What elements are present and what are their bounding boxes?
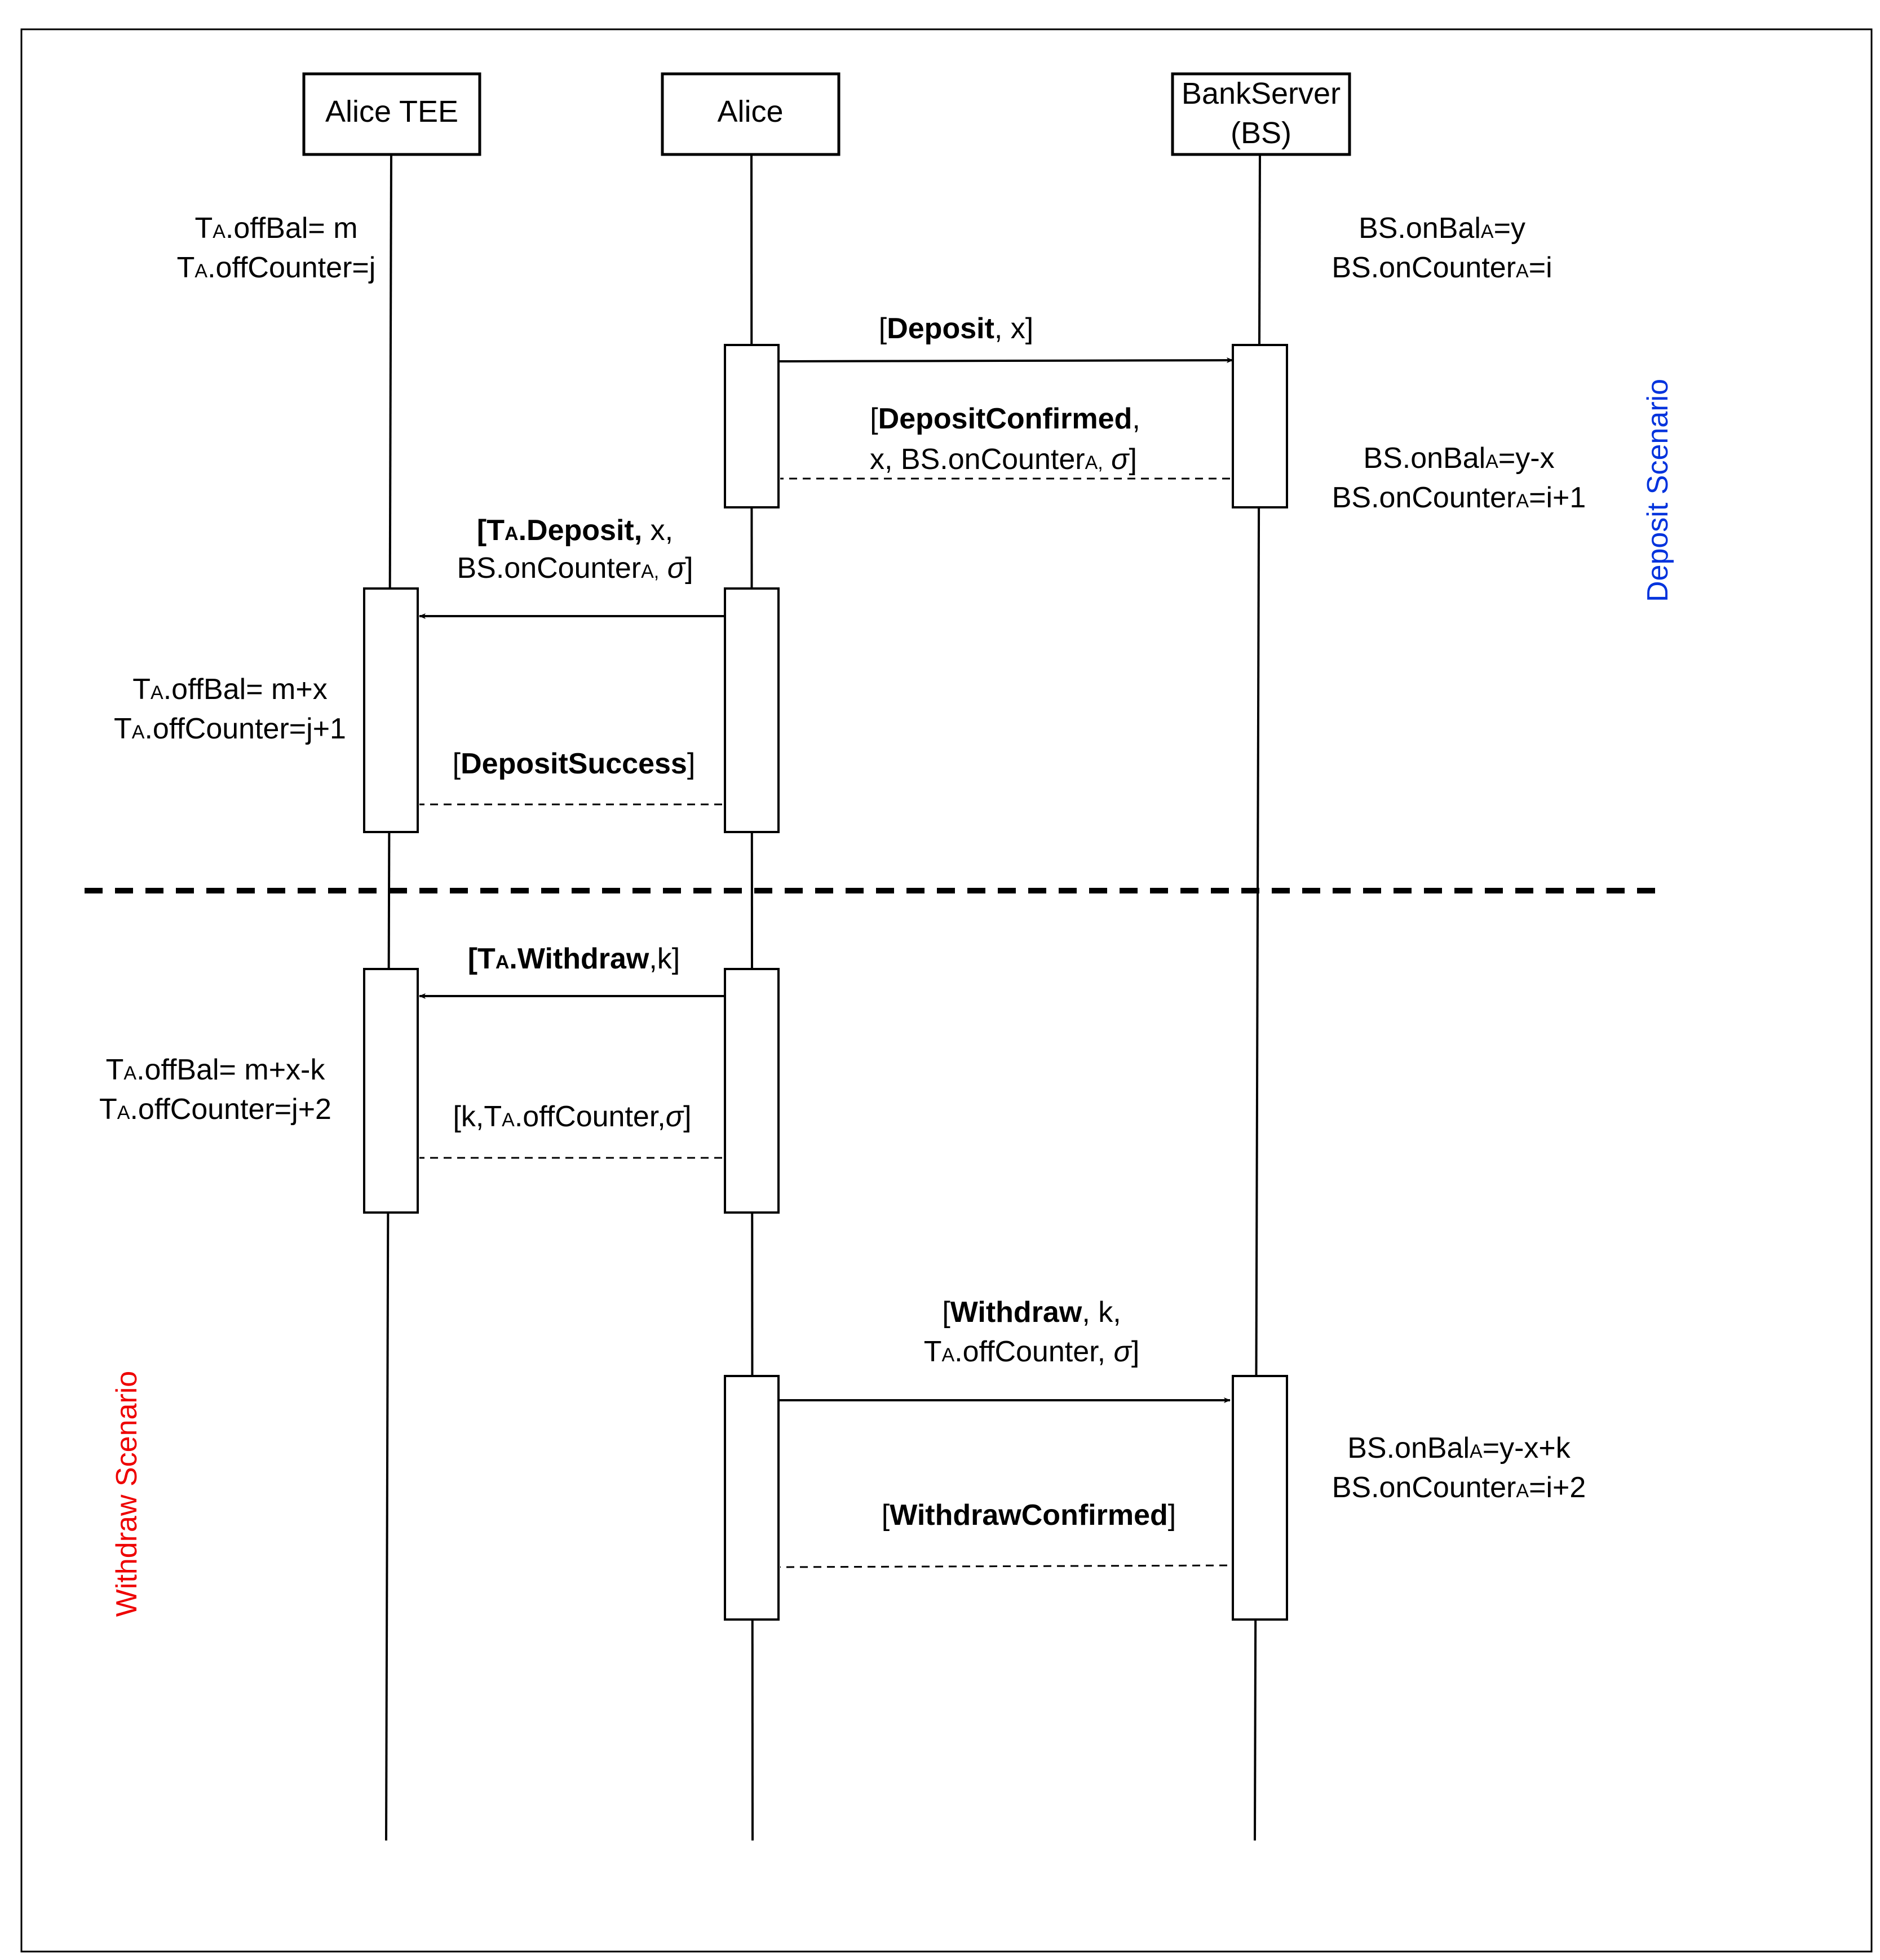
svg-text:[Withdraw, k,: [Withdraw, k, xyxy=(942,1296,1121,1329)
svg-text:BS.onBalA=y-x+k: BS.onBalA=y-x+k xyxy=(1347,1432,1571,1465)
svg-text:BS.onCounterA=i+2: BS.onCounterA=i+2 xyxy=(1332,1471,1586,1504)
svg-text:[k,TA.offCounter,σ]: [k,TA.offCounter,σ] xyxy=(453,1100,691,1133)
svg-text:BS.onBalA=y-x: BS.onBalA=y-x xyxy=(1363,442,1554,475)
svg-text:TA.offCounter=j+1: TA.offCounter=j+1 xyxy=(114,713,346,745)
message-deposit-confirmed: [DepositConfirmed, x, BS.onCounterA, σ] xyxy=(870,402,1140,476)
message-deposit: [Deposit, x] xyxy=(879,312,1033,345)
svg-text:[Deposit, x]: [Deposit, x] xyxy=(879,312,1033,345)
svg-text:TA.offCounter, σ]: TA.offCounter, σ] xyxy=(924,1335,1140,1368)
svg-text:[TA.Deposit, x,: [TA.Deposit, x, xyxy=(477,514,673,547)
svg-text:BS.onCounterA=i+1: BS.onCounterA=i+1 xyxy=(1332,481,1586,514)
message-withdraw: [Withdraw, k, TA.offCounter, σ] xyxy=(924,1296,1140,1368)
outer-frame xyxy=(20,28,1873,1953)
activation-bank-deposit xyxy=(1232,344,1288,508)
svg-text:BS.onCounterA=i: BS.onCounterA=i xyxy=(1332,251,1552,284)
svg-text:[DepositConfirmed,: [DepositConfirmed, xyxy=(870,402,1140,435)
svg-text:TA.offCounter=j+2: TA.offCounter=j+2 xyxy=(99,1093,331,1126)
svg-text:x, BS.onCounterA, σ]: x, BS.onCounterA, σ] xyxy=(870,443,1137,476)
message-withdraw-confirmed: [WithdrawConfirmed] xyxy=(882,1499,1176,1532)
activation-tee-deposit xyxy=(363,587,419,833)
participant-bank-server-label: BankServer xyxy=(1182,77,1341,110)
message-withdraw-reply: [k,TA.offCounter,σ] xyxy=(453,1100,691,1133)
withdraw-scenario-label: Withdraw Scenario xyxy=(110,1371,143,1617)
participant-alice-tee-label: Alice TEE xyxy=(325,95,458,129)
participant-bank-server: BankServer (BS) xyxy=(1171,72,1351,156)
deposit-scenario-label: Deposit Scenario xyxy=(1642,379,1674,602)
arrow-withdraw-confirmed xyxy=(780,1564,1228,1568)
note-tee-after-deposit: TA.offBal= m+x TA.offCounter=j+1 xyxy=(114,673,346,745)
participant-alice-tee: Alice TEE xyxy=(302,72,481,156)
participant-bank-server-abbrev: (BS) xyxy=(1231,116,1291,150)
activation-alice-deposit xyxy=(724,344,780,508)
note-bs-after-withdraw: BS.onBalA=y-x+k BS.onCounterA=i+2 xyxy=(1332,1432,1586,1504)
activation-alice-ta-deposit xyxy=(724,587,780,833)
activation-alice-ta-withdraw xyxy=(724,968,780,1214)
participant-alice-label: Alice xyxy=(717,95,783,129)
svg-text:BS.onCounterA, σ]: BS.onCounterA, σ] xyxy=(457,552,693,585)
note-tee-after-withdraw: TA.offBal= m+x-k TA.offCounter=j+2 xyxy=(99,1054,331,1126)
svg-text:[WithdrawConfirmed]: [WithdrawConfirmed] xyxy=(882,1499,1176,1532)
svg-text:TA.offBal= m: TA.offBal= m xyxy=(194,212,357,245)
note-bs-initial: BS.onBalA=y BS.onCounterA=i xyxy=(1332,212,1552,284)
svg-text:[TA.Withdraw,k]: [TA.Withdraw,k] xyxy=(468,943,680,975)
message-ta-withdraw: [TA.Withdraw,k] xyxy=(468,943,680,975)
svg-text:TA.offBal= m+x-k: TA.offBal= m+x-k xyxy=(106,1054,326,1086)
activation-alice-withdraw xyxy=(724,1375,780,1621)
activation-tee-withdraw xyxy=(363,968,419,1214)
note-bs-after-deposit: BS.onBalA=y-x BS.onCounterA=i+1 xyxy=(1332,442,1586,514)
participant-alice: Alice xyxy=(661,72,841,156)
message-deposit-success: [DepositSuccess] xyxy=(453,747,696,780)
svg-text:TA.offCounter=j: TA.offCounter=j xyxy=(177,251,376,284)
note-tee-initial: TA.offBal= m TA.offCounter=j xyxy=(177,212,376,284)
svg-text:TA.offBal= m+x: TA.offBal= m+x xyxy=(132,673,327,706)
arrow-deposit xyxy=(778,357,1233,364)
svg-text:BS.onBalA=y: BS.onBalA=y xyxy=(1359,212,1525,245)
svg-text:[DepositSuccess]: [DepositSuccess] xyxy=(453,747,696,780)
message-ta-deposit: [TA.Deposit, x, BS.onCounterA, σ] xyxy=(457,514,693,585)
activation-bank-withdraw xyxy=(1232,1375,1288,1621)
